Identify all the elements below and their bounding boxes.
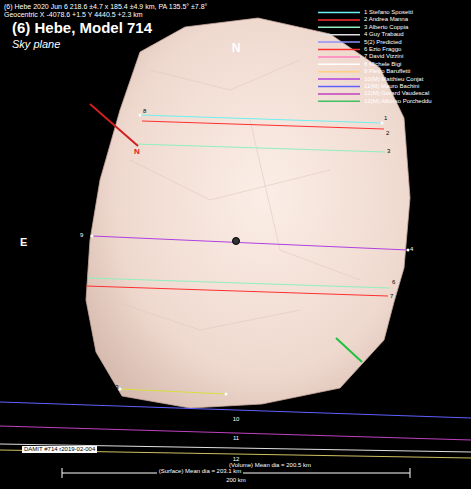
legend-sample (318, 19, 360, 21)
chord-number: 2 (386, 130, 389, 137)
chord-number: 10 (231, 416, 242, 423)
legend-sample (318, 71, 360, 73)
legend-sample (318, 41, 360, 43)
chord-ends (91, 114, 410, 396)
legend-sample (318, 64, 360, 66)
chord-number: 1 (384, 115, 387, 122)
chord-number: 8 (143, 108, 146, 115)
legend-sample (318, 56, 360, 58)
chord-number: 13 (112, 384, 119, 391)
legend-sample (318, 34, 360, 36)
pole-label: N (134, 148, 140, 157)
legend-sample (318, 101, 360, 103)
legend-entry: 3 Alberto Coppia (364, 24, 408, 31)
chord-number: 7 (390, 293, 393, 300)
dimension-text: (Surface) Mean dia = 203.1 km (157, 468, 244, 475)
dimension-text: 200 km (224, 477, 248, 484)
chord-number: 3 (387, 148, 390, 155)
header-line: (6) Hebe 2020 Jun 6 218.6 ±4.7 x 185.4 ±… (4, 3, 207, 11)
miss-chords (0, 402, 471, 458)
legend-sample (318, 86, 360, 88)
legend-sample (318, 49, 360, 51)
pole-arrow (90, 104, 138, 146)
chord-number: 6 (392, 279, 395, 286)
subtitle: Sky plane (12, 38, 60, 50)
legend-sample (318, 27, 360, 29)
north-label: N (232, 42, 241, 55)
plot-title: (6) Hebe, Model 714 (12, 20, 152, 37)
legend-entry: 12(M) Gerard Vaudescal (364, 90, 429, 97)
chords (86, 115, 408, 394)
model-label: DAMIT #714 r2019-02-004 (22, 446, 97, 453)
legend-sample (318, 12, 360, 14)
chord-number: 9 (80, 232, 83, 239)
legend-sample (318, 78, 360, 80)
legend-entry: 10(M) Matthieu Conjat (364, 76, 423, 83)
pole-arrow (336, 338, 362, 362)
asteroid-shape (86, 18, 410, 408)
east-label: E (20, 236, 27, 248)
legend-entry: 9 Pietro Baruffetti (364, 68, 410, 75)
chord-number: 4 (410, 246, 413, 253)
legend-sample (318, 93, 360, 95)
chord-number: 11 (231, 435, 241, 442)
legend-entry: 4 Guy Trabaud (364, 31, 404, 38)
legend-entry: 2 Andrea Manna (364, 16, 408, 23)
legend-entry: 1 Stefano Sposetti (364, 9, 413, 16)
legend-entry: 13(M) Alfonso Porcheddu (364, 98, 432, 105)
legend-entry: 5(2) Predicted (364, 39, 402, 46)
center-mark (233, 238, 240, 245)
legend-entry: 7 David Vizzini (364, 53, 403, 60)
facet-shading (110, 60, 360, 330)
legend-entry: 6 Ezio Fraggo (364, 46, 401, 53)
legend-entry: 8 Michele Bigi (364, 61, 401, 68)
header-line: Geocentric X -4078.6 +1.5 Y 4440.5 +2.3 … (4, 11, 143, 19)
legend-entry: 11(M) Mauro Bachini (364, 83, 419, 90)
